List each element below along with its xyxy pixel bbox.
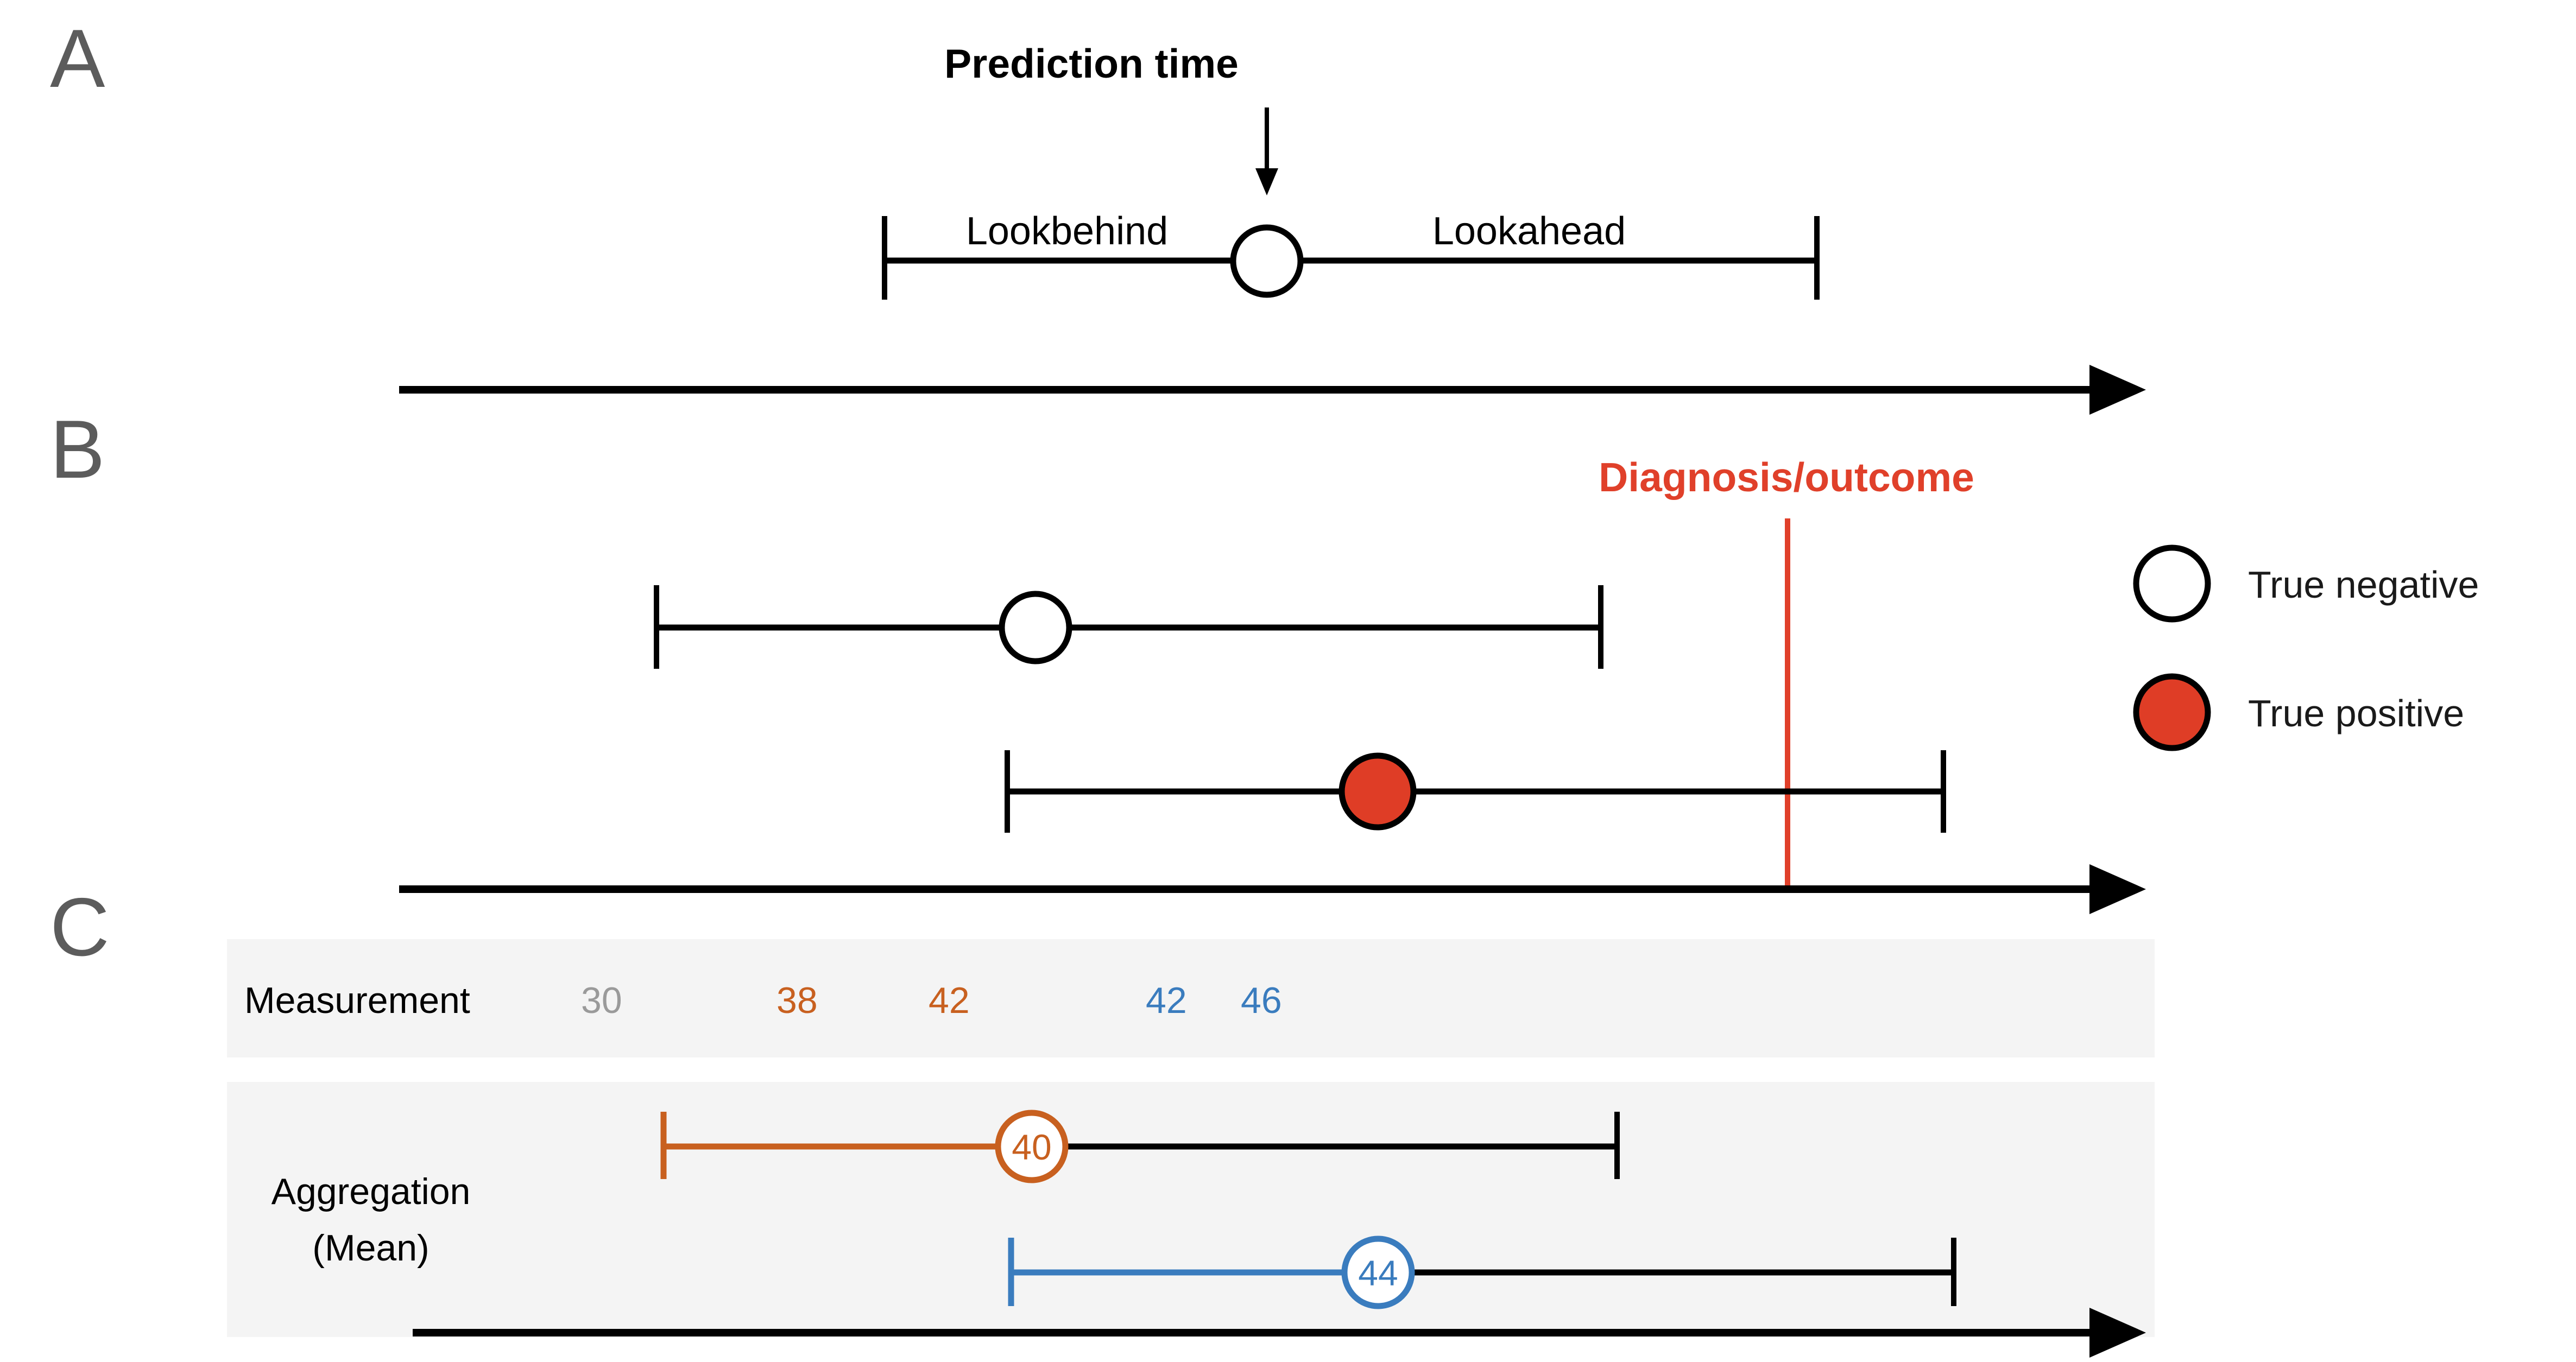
legend-true-negative-label: True negative (2248, 563, 2479, 606)
panel-label-b: B (50, 403, 105, 496)
lookbehind-label: Lookbehind (966, 210, 1168, 253)
aggregation-value-orange: 40 (1012, 1127, 1051, 1167)
legend-true-negative-icon (2133, 544, 2211, 623)
panel-label-c: C (50, 881, 110, 973)
legend-true-positive-icon (2133, 673, 2211, 751)
diagnosis-outcome-label: Diagnosis/outcome (1599, 454, 1974, 500)
aggregation-row-label-line1: Aggregation (272, 1171, 471, 1212)
panel-a-timeline-arrow-icon (399, 365, 2146, 415)
measurement-value-1: 30 (581, 980, 622, 1021)
panel-b: B Diagnosis/outcome True negat (50, 403, 2479, 914)
panel-c: C Measurement 30 38 42 42 46 Aggregation… (50, 881, 2155, 1358)
aggregation-band (227, 1082, 2155, 1337)
measurement-band (227, 939, 2155, 1057)
measurement-value-2: 38 (776, 980, 818, 1021)
measurement-value-5: 46 (1241, 980, 1282, 1021)
panel-label-a: A (50, 12, 105, 105)
measurement-value-4: 42 (1146, 980, 1187, 1021)
legend-true-positive-label: True positive (2248, 692, 2464, 734)
aggregation-window-blue: 44 (1008, 1236, 1956, 1309)
aggregation-row-label-line2: (Mean) (312, 1227, 429, 1269)
measurement-row-label: Measurement (244, 980, 470, 1021)
panel-a-window (882, 216, 1820, 300)
legend: True negative True positive (2133, 544, 2479, 751)
true-negative-circle (999, 591, 1072, 664)
prediction-time-arrow-icon (1255, 107, 1278, 195)
panel-b-timeline-arrow-icon (399, 864, 2146, 914)
panel-c-timeline-arrow-icon (413, 1308, 2146, 1358)
panel-b-row-true-negative (654, 585, 1603, 669)
aggregation-window-orange: 40 (660, 1110, 1620, 1183)
panel-a: A Prediction time Lookbehind Lookahead (50, 12, 2146, 415)
aggregation-node-blue (1341, 1236, 1415, 1309)
aggregation-value-blue: 44 (1358, 1253, 1398, 1293)
measurement-value-3: 42 (929, 980, 970, 1021)
true-positive-circle (1338, 752, 1417, 831)
panel-b-row-true-positive (1005, 750, 1946, 833)
aggregation-node-orange (995, 1110, 1069, 1183)
lookahead-label: Lookahead (1432, 210, 1626, 253)
true-negative-circle (1230, 224, 1304, 298)
prediction-time-title: Prediction time (944, 41, 1239, 86)
